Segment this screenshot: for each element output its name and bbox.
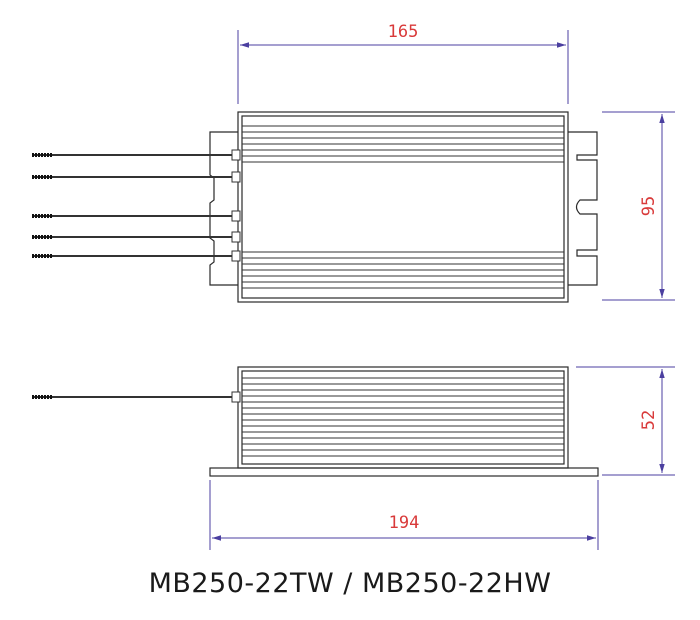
dim-top-width-label: 165 [388,22,419,42]
side-view [32,366,599,477]
wire-grommet [231,250,241,262]
dim-top-height-label: 95 [639,196,659,216]
left-flange [209,131,238,286]
wire-grommet [231,210,241,222]
right-flange [568,131,598,286]
side-fins [242,377,564,457]
side-base-plate [209,467,599,477]
model-caption: MB250-22TW / MB250-22HW [148,568,552,599]
dim-top-height: 95 [602,111,675,301]
top-body [237,111,569,303]
side-body-inner [241,370,565,465]
wire-grommet [231,391,241,403]
dim-side-height-label: 52 [639,410,659,430]
top-view [32,111,598,303]
dim-base-width-label: 194 [389,513,420,533]
dim-top-width: 165 [237,22,569,104]
side-body [237,366,569,469]
side-wire [32,391,241,403]
top-body-inner [241,115,565,299]
wire-grommet [231,149,241,161]
wire-grommet [231,171,241,183]
top-fins [242,125,564,289]
dim-side-height: 52 [576,366,675,476]
dim-base-width: 194 [209,480,599,550]
wire-grommet [231,231,241,243]
top-wires [32,149,241,262]
